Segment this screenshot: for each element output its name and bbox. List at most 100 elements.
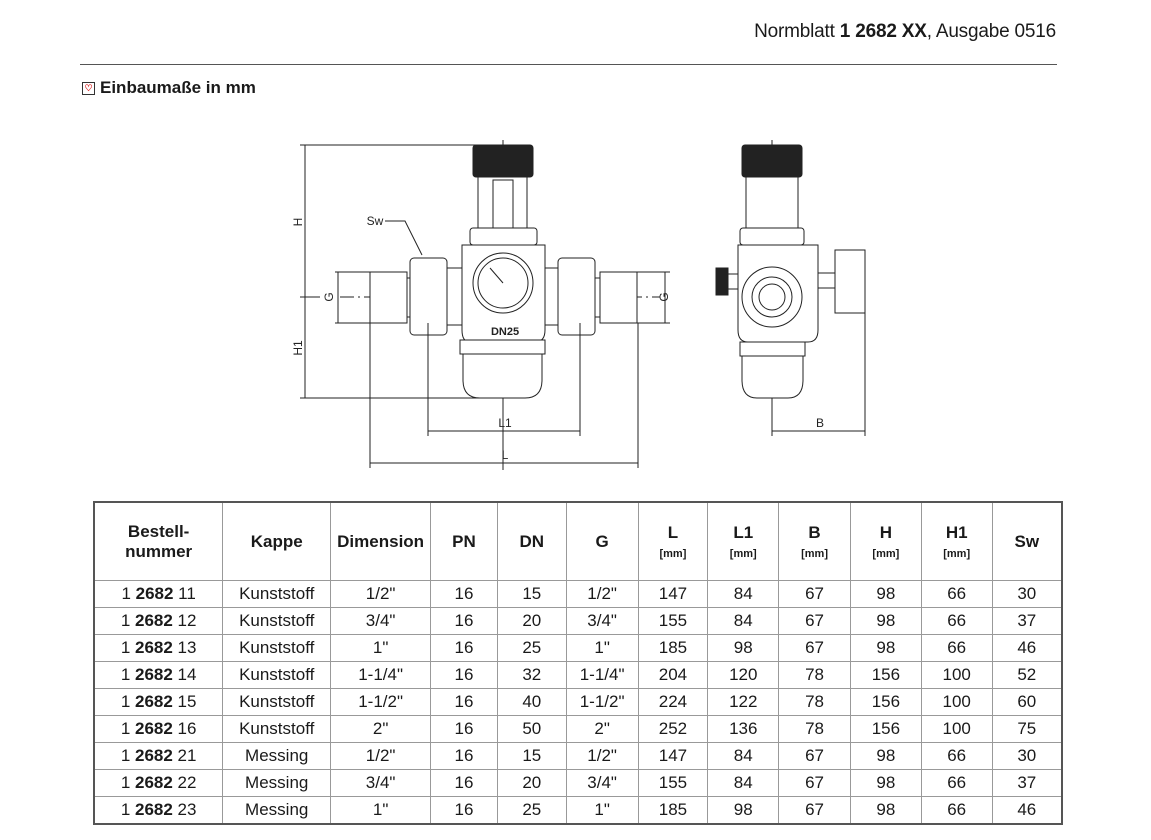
table-cell: 185: [637, 634, 709, 662]
order-number-cell: 1 2682 15: [93, 688, 224, 716]
table-cell: 25: [496, 634, 567, 662]
order-number-part: 11: [173, 584, 196, 603]
column-header-unit: [mm]: [943, 547, 971, 560]
table-cell: 147: [637, 580, 709, 608]
table-cell: 100: [920, 661, 993, 689]
table-cell: 98: [707, 634, 780, 662]
table-cell: 46: [991, 634, 1063, 662]
table-cell: 66: [920, 742, 993, 770]
table-cell: 1/2": [330, 580, 432, 608]
table-cell: 67: [778, 580, 851, 608]
table-cell: 75: [991, 715, 1063, 743]
table-cell: 67: [778, 742, 851, 770]
valve-front-view: [369, 144, 638, 399]
table-cell: Kunststoff: [222, 715, 332, 743]
column-header-label: B: [808, 522, 821, 542]
order-number-part: 21: [172, 746, 197, 765]
table-cell: 1": [330, 796, 432, 825]
order-number-part: 1: [120, 611, 135, 630]
column-header-label: Bestell- nummer: [125, 521, 193, 561]
table-cell: Kunststoff: [222, 580, 332, 608]
order-number-cell: 1 2682 22: [93, 769, 224, 797]
table-cell: 46: [991, 796, 1063, 825]
column-header-unit: [mm]: [801, 547, 828, 560]
order-number-part: 2682: [135, 773, 173, 792]
column-header-label: L1: [733, 522, 754, 542]
column-header-label: H: [879, 522, 893, 542]
table-cell: 20: [496, 769, 567, 797]
table-cell: 37: [991, 769, 1063, 797]
table-cell: 15: [496, 742, 567, 770]
table-cell: 84: [707, 769, 780, 797]
header-rule: [80, 64, 1057, 65]
table-cell: 67: [778, 796, 851, 825]
column-header: PN: [430, 501, 498, 581]
table-cell: 78: [778, 661, 851, 689]
column-header-label: Sw: [1014, 531, 1040, 551]
dim-label-h1: H1: [291, 340, 305, 356]
order-number-part: 1: [120, 800, 135, 819]
table-cell: 66: [920, 607, 993, 635]
dim-label-g-left: G: [322, 292, 336, 301]
order-number-cell: 1 2682 16: [93, 715, 224, 743]
table-cell: Messing: [222, 796, 332, 825]
order-number-part: 2682: [135, 638, 173, 657]
table-cell: 120: [707, 661, 780, 689]
table-cell: 40: [496, 688, 567, 716]
table-cell: 155: [637, 607, 709, 635]
order-number-part: 14: [172, 665, 197, 684]
column-header: DN: [496, 501, 567, 581]
order-number-cell: 1 2682 13: [93, 634, 224, 662]
header-prefix: Normblatt: [754, 21, 840, 42]
table-cell: 156: [849, 715, 922, 743]
dn-label: DN25: [491, 326, 519, 338]
dim-label-b: B: [816, 416, 824, 430]
order-number-part: 13: [172, 638, 197, 657]
table-cell: 252: [637, 715, 709, 743]
table-cell: 98: [849, 769, 922, 797]
column-header: H1[mm]: [920, 501, 993, 581]
table-cell: 98: [849, 634, 922, 662]
table-cell: 78: [778, 688, 851, 716]
order-number-part: 1: [120, 719, 135, 738]
table-cell: 16: [430, 715, 498, 743]
column-header-label: Kappe: [250, 531, 303, 551]
table-cell: 66: [920, 796, 993, 825]
table-cell: 3/4": [330, 607, 432, 635]
table-cell: 66: [920, 769, 993, 797]
order-number-cell: 1 2682 23: [93, 796, 224, 825]
table-cell: 100: [920, 715, 993, 743]
table-cell: Kunststoff: [222, 607, 332, 635]
table-cell: 98: [849, 607, 922, 635]
order-number-part: 2682: [135, 800, 173, 819]
table-cell: 67: [778, 634, 851, 662]
order-number-part: 2682: [135, 611, 173, 630]
column-header: Bestell- nummer: [93, 501, 224, 581]
column-header: G: [565, 501, 639, 581]
column-header: B [mm]: [778, 501, 851, 581]
order-number-cell: 1 2682 12: [93, 607, 224, 635]
table-cell: 1-1/4": [330, 661, 432, 689]
order-number-part: 1: [120, 773, 135, 792]
table-cell: 100: [920, 688, 993, 716]
table-cell: 1-1/4": [565, 661, 639, 689]
table-cell: Kunststoff: [222, 688, 332, 716]
order-number-part: 15: [172, 692, 197, 711]
header-suffix: , Ausgabe 0516: [926, 21, 1056, 42]
table-cell: 66: [920, 580, 993, 608]
table-cell: Messing: [222, 769, 332, 797]
column-header: L1[mm]: [707, 501, 780, 581]
column-header-label: Dimension: [337, 531, 425, 551]
table-cell: 3/4": [565, 769, 639, 797]
order-number-cell: 1 2682 11: [93, 580, 224, 608]
table-cell: Kunststoff: [222, 661, 332, 689]
table-cell: 15: [496, 580, 567, 608]
table-cell: 37: [991, 607, 1063, 635]
order-number-part: 16: [172, 719, 197, 738]
table-cell: 84: [707, 580, 780, 608]
